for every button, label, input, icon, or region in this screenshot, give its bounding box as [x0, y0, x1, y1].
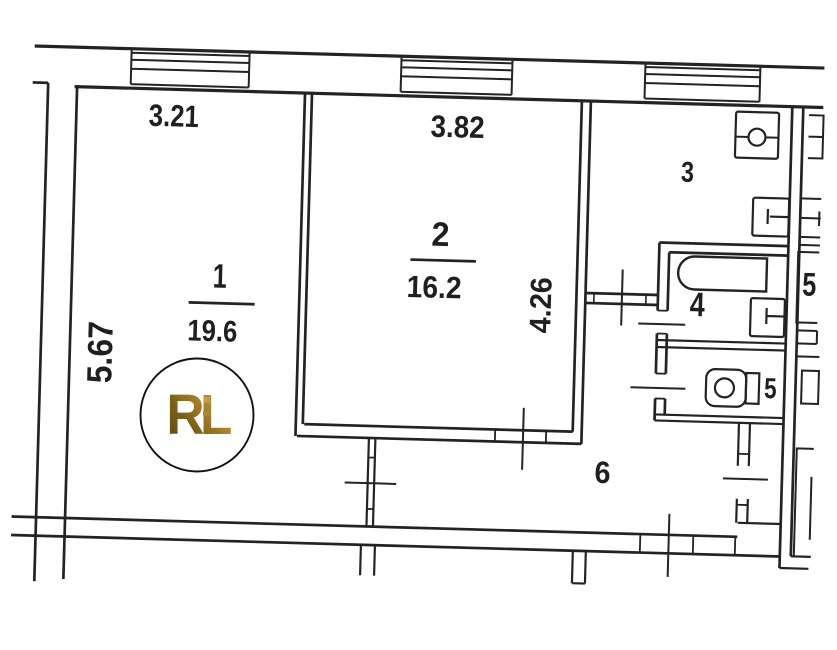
- svg-text:3: 3: [681, 157, 695, 189]
- svg-text:RL: RL: [166, 382, 230, 446]
- svg-text:5: 5: [802, 266, 817, 303]
- svg-text:4: 4: [689, 286, 705, 324]
- svg-text:3.21: 3.21: [148, 98, 199, 134]
- svg-text:6: 6: [594, 455, 611, 490]
- svg-text:5: 5: [764, 373, 777, 405]
- svg-text:4.26: 4.26: [524, 277, 559, 334]
- svg-text:2: 2: [431, 216, 450, 254]
- svg-text:5.67: 5.67: [80, 321, 121, 384]
- svg-text:16.2: 16.2: [406, 269, 462, 306]
- svg-text:19.6: 19.6: [187, 314, 238, 348]
- svg-text:3.82: 3.82: [430, 109, 485, 145]
- svg-text:1: 1: [212, 258, 227, 296]
